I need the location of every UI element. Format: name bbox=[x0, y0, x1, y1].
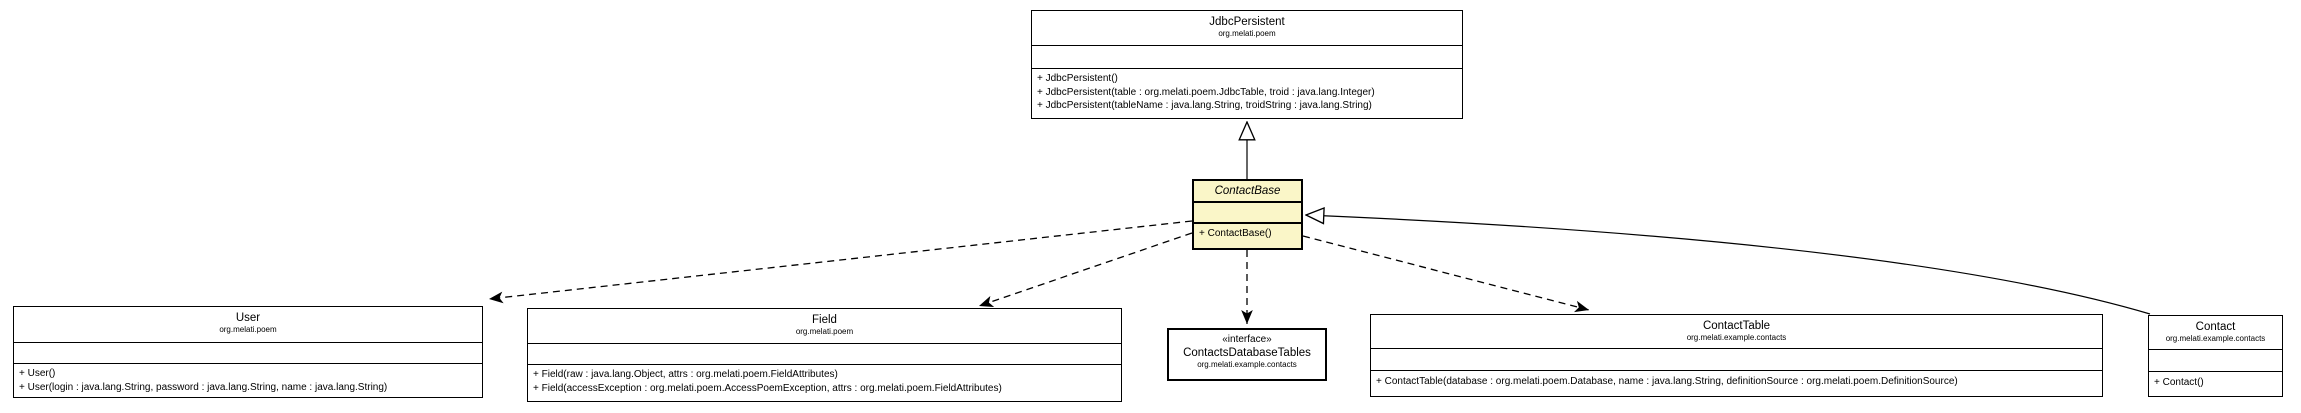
dependency-contactbase-contacttable bbox=[1302, 235, 1590, 313]
class-title-section: Contact org.melati.example.contacts bbox=[2149, 316, 2282, 349]
method-label: + JdbcPersistent(tableName : java.lang.S… bbox=[1037, 100, 1372, 111]
class-name: JdbcPersistent bbox=[1209, 16, 1285, 28]
attributes-section bbox=[1032, 45, 1462, 68]
dependency-contactbase-user bbox=[488, 220, 1193, 304]
method-label: + User() bbox=[19, 368, 56, 379]
method-label: + JdbcPersistent(table : org.melati.poem… bbox=[1037, 86, 1375, 98]
generalization-contact-contactbase bbox=[1306, 215, 2151, 315]
class-title-section: Field org.melati.poem bbox=[528, 309, 1121, 343]
class-name: ContactsDatabaseTables bbox=[1183, 347, 1311, 359]
class-title-section: JdbcPersistent org.melati.poem bbox=[1032, 11, 1462, 45]
method-label: + User(login : java.lang.String, passwor… bbox=[19, 381, 388, 393]
package-name: org.melati.poem bbox=[219, 325, 277, 334]
package-name: org.melati.poem bbox=[1218, 29, 1276, 38]
class-title-section: ContactTable org.melati.example.contacts bbox=[1371, 315, 2102, 348]
attributes-section bbox=[2149, 349, 2282, 371]
class-title-section: «interface» ContactsDatabaseTables org.m… bbox=[1169, 330, 1325, 370]
class-box-field[interactable]: Field org.melati.poem + Field(raw : java… bbox=[527, 308, 1122, 402]
methods-section: + ContactBase() bbox=[1194, 222, 1301, 248]
interface-box-contactsdatabasetables[interactable]: «interface» ContactsDatabaseTables org.m… bbox=[1167, 328, 1327, 381]
attributes-section bbox=[1371, 348, 2102, 370]
class-box-contact[interactable]: Contact org.melati.example.contacts + Co… bbox=[2148, 315, 2283, 397]
method-label: + Field(accessException : org.melati.poe… bbox=[533, 382, 1002, 394]
method-label: + ContactBase() bbox=[1199, 228, 1272, 239]
methods-section: + User() + User(login : java.lang.String… bbox=[14, 363, 482, 397]
class-box-jdbcpersistent[interactable]: JdbcPersistent org.melati.poem + JdbcPer… bbox=[1031, 10, 1463, 119]
class-name: User bbox=[235, 312, 261, 324]
package-name: org.melati.example.contacts bbox=[2165, 334, 2266, 343]
package-name: org.melati.example.contacts bbox=[1197, 360, 1297, 369]
attributes-section bbox=[528, 343, 1121, 364]
methods-section: + ContactTable(database : org.melati.poe… bbox=[1371, 370, 2102, 396]
class-name: Contact bbox=[2195, 321, 2236, 333]
class-name: Field bbox=[812, 314, 837, 326]
class-box-contactbase[interactable]: ContactBase + ContactBase() bbox=[1192, 179, 1303, 250]
class-title-section: ContactBase bbox=[1194, 181, 1301, 201]
method-label: + ContactTable(database : org.melati.poe… bbox=[1376, 376, 1958, 387]
stereotype-label: «interface» bbox=[1222, 334, 1272, 345]
package-name: org.melati.example.contacts bbox=[1686, 333, 1787, 342]
methods-section: + JdbcPersistent() + JdbcPersistent(tabl… bbox=[1032, 68, 1462, 118]
class-box-contacttable[interactable]: ContactTable org.melati.example.contacts… bbox=[1370, 314, 2103, 397]
class-box-user[interactable]: User org.melati.poem + User() + User(log… bbox=[13, 306, 483, 398]
method-label: + Contact() bbox=[2154, 377, 2204, 388]
methods-section: + Field(raw : java.lang.Object, attrs : … bbox=[528, 364, 1121, 401]
methods-section: + Contact() bbox=[2149, 371, 2282, 396]
attributes-section bbox=[14, 342, 482, 363]
dependency-contactbase-field bbox=[978, 232, 1193, 307]
method-label: + JdbcPersistent() bbox=[1037, 73, 1118, 84]
class-name: ContactBase bbox=[1214, 185, 1281, 197]
class-title-section: User org.melati.poem bbox=[14, 307, 482, 342]
class-name: ContactTable bbox=[1702, 320, 1771, 332]
method-label: + Field(raw : java.lang.Object, attrs : … bbox=[533, 369, 838, 380]
attributes-section bbox=[1194, 201, 1301, 222]
package-name: org.melati.poem bbox=[795, 327, 854, 336]
